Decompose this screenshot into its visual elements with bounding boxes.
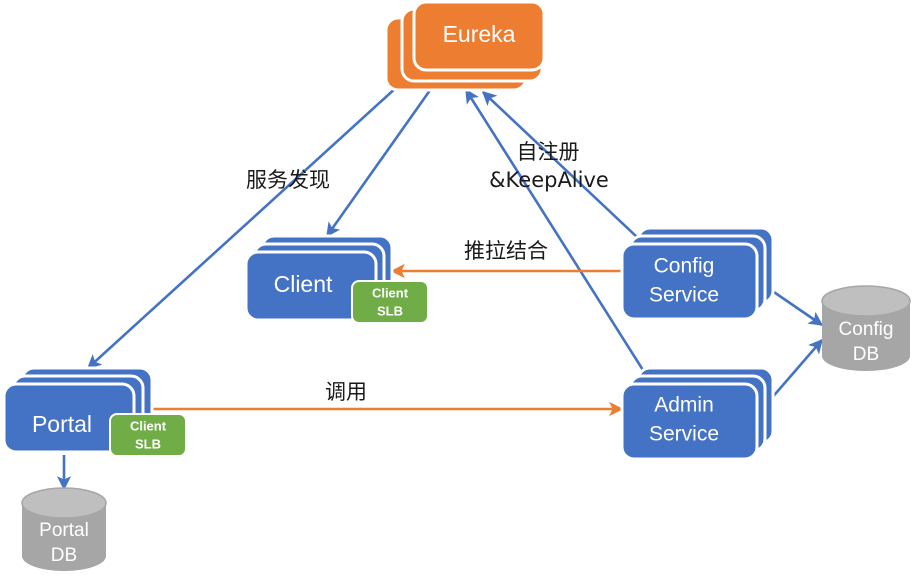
config-db-top bbox=[821, 285, 911, 317]
client-slb-badge[interactable]: Client SLB bbox=[351, 280, 429, 324]
portal-slb-badge[interactable]: Client SLB bbox=[109, 413, 187, 457]
edge-label-push-pull: 推拉结合 bbox=[464, 239, 548, 263]
edges-layer bbox=[56, 85, 824, 491]
config-service-card-front bbox=[620, 242, 759, 321]
edge-label-service-discovery: 服务发现 bbox=[246, 168, 330, 192]
edge-label-invoke: 调用 bbox=[325, 380, 367, 404]
node-config-db[interactable]: Config DB bbox=[821, 285, 911, 371]
client-slb-badge-box bbox=[351, 280, 429, 324]
portal-db-body bbox=[22, 503, 106, 571]
edge-label-self-register-line2: &KeepAlive bbox=[489, 168, 609, 192]
portal-label: Portal bbox=[32, 411, 92, 437]
node-config-service[interactable]: Config Service bbox=[620, 226, 775, 321]
node-admin-service[interactable]: Admin Service bbox=[620, 366, 775, 461]
node-eureka[interactable]: Eureka bbox=[384, 0, 546, 92]
config-db-label-line2: DB bbox=[853, 344, 879, 365]
edge-config-service-to-config-db bbox=[767, 286, 824, 327]
node-portal[interactable]: Portal bbox=[2, 366, 154, 454]
admin-service-label-line1: Admin bbox=[654, 394, 714, 417]
portal-db-label-line2: DB bbox=[51, 545, 77, 566]
client-slb-badge-line2: SLB bbox=[377, 303, 403, 318]
eureka-card-front bbox=[412, 0, 546, 72]
client-label: Client bbox=[274, 271, 333, 297]
edge-admin-service-to-eureka bbox=[464, 88, 650, 379]
node-portal-db[interactable]: Portal DB bbox=[21, 487, 107, 571]
config-db-body bbox=[822, 301, 910, 371]
portal-db-top bbox=[21, 487, 107, 519]
portal-slb-badge-line1: Client bbox=[130, 418, 167, 433]
config-service-label-line1: Config bbox=[654, 255, 715, 278]
client-slb-badge-line1: Client bbox=[372, 285, 409, 300]
eureka-label: Eureka bbox=[443, 21, 516, 47]
edge-labels-layer: 服务发现 自注册 &KeepAlive 推拉结合 调用 bbox=[246, 140, 609, 404]
config-db-label-line1: Config bbox=[839, 319, 894, 340]
edge-label-self-register-line1: 自注册 bbox=[517, 140, 580, 164]
admin-service-label-line2: Service bbox=[649, 423, 719, 446]
admin-service-card-front bbox=[620, 382, 759, 461]
edge-eureka-to-portal bbox=[86, 85, 399, 369]
portal-slb-badge-line2: SLB bbox=[135, 436, 161, 451]
edge-admin-service-to-config-db bbox=[769, 338, 823, 401]
edge-config-service-to-eureka bbox=[481, 91, 639, 239]
node-client[interactable]: Client bbox=[244, 234, 394, 322]
edge-eureka-to-client bbox=[325, 85, 435, 238]
config-service-label-line2: Service bbox=[649, 284, 719, 307]
portal-slb-badge-box bbox=[109, 413, 187, 457]
portal-db-label-line1: Portal bbox=[39, 520, 89, 541]
